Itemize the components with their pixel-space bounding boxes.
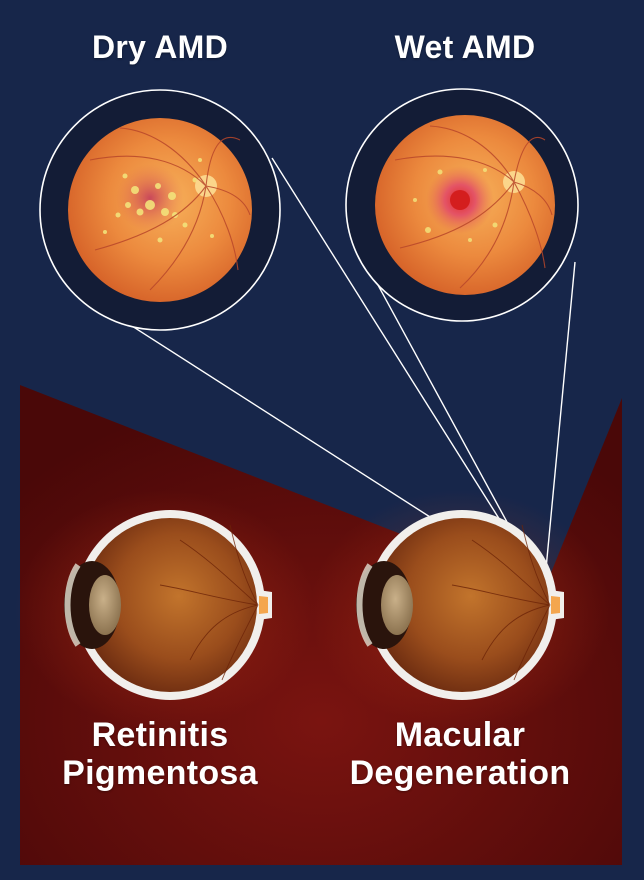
fundus-dry xyxy=(39,89,281,331)
retinitis-pigmentosa-label: Retinitis Pigmentosa xyxy=(40,716,280,792)
eye-cross-section-left xyxy=(64,510,272,700)
macular-degeneration-label-line2: Degeneration xyxy=(349,754,571,793)
macular-degeneration-label: Macular Degeneration xyxy=(330,716,590,792)
wet-amd-title: Wet AMD xyxy=(394,29,536,65)
macular-degeneration-label-line1: Macular xyxy=(394,716,526,754)
eye-cross-section-right xyxy=(356,510,564,700)
retinitis-pigmentosa-label-line2: Pigmentosa xyxy=(62,754,258,793)
dry-amd-title: Dry AMD xyxy=(91,29,229,65)
fundus-wet xyxy=(345,88,579,322)
retinitis-pigmentosa-label-line1: Retinitis xyxy=(91,716,229,754)
